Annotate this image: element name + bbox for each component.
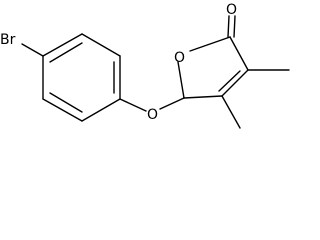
- benzene-ring: [42, 33, 121, 122]
- bond-c3-c4-double: [218, 70, 241, 92]
- bond-c3-c4: [221, 69, 249, 97]
- bond-c4-c5: [183, 95, 223, 99]
- double-bond-inner-3: [49, 92, 83, 113]
- double-bond-inner-1: [49, 42, 83, 63]
- bond-methyl-c4: [221, 95, 241, 129]
- ring-oxygen-label: O: [174, 50, 185, 66]
- bond-carbonyl-1: [227, 15, 230, 38]
- ether-oxygen-label: O: [147, 107, 158, 123]
- bond-c-br: [21, 43, 44, 57]
- bromine-atom-label: Br: [0, 32, 16, 48]
- bond-carbonyl-2: [233, 15, 236, 38]
- bond-c1-c2: [42, 33, 83, 57]
- furanone-ring: [177, 36, 249, 99]
- bond-c5-ring-oxygen: [177, 61, 185, 99]
- bond-ether-oxygen-c5: [159, 97, 185, 110]
- bond-c4-c5: [81, 98, 121, 122]
- carbonyl-oxygen-label: O: [226, 2, 237, 18]
- bond-aryl-ether-oxygen: [119, 98, 147, 112]
- bond-c2-c3: [81, 33, 121, 57]
- chemical-structure-diagram: Br O O O: [0, 2, 290, 129]
- bond-c2-c3: [229, 36, 249, 71]
- bond-c5-c6: [42, 98, 83, 122]
- bond-ring-oxygen-c2: [189, 36, 231, 52]
